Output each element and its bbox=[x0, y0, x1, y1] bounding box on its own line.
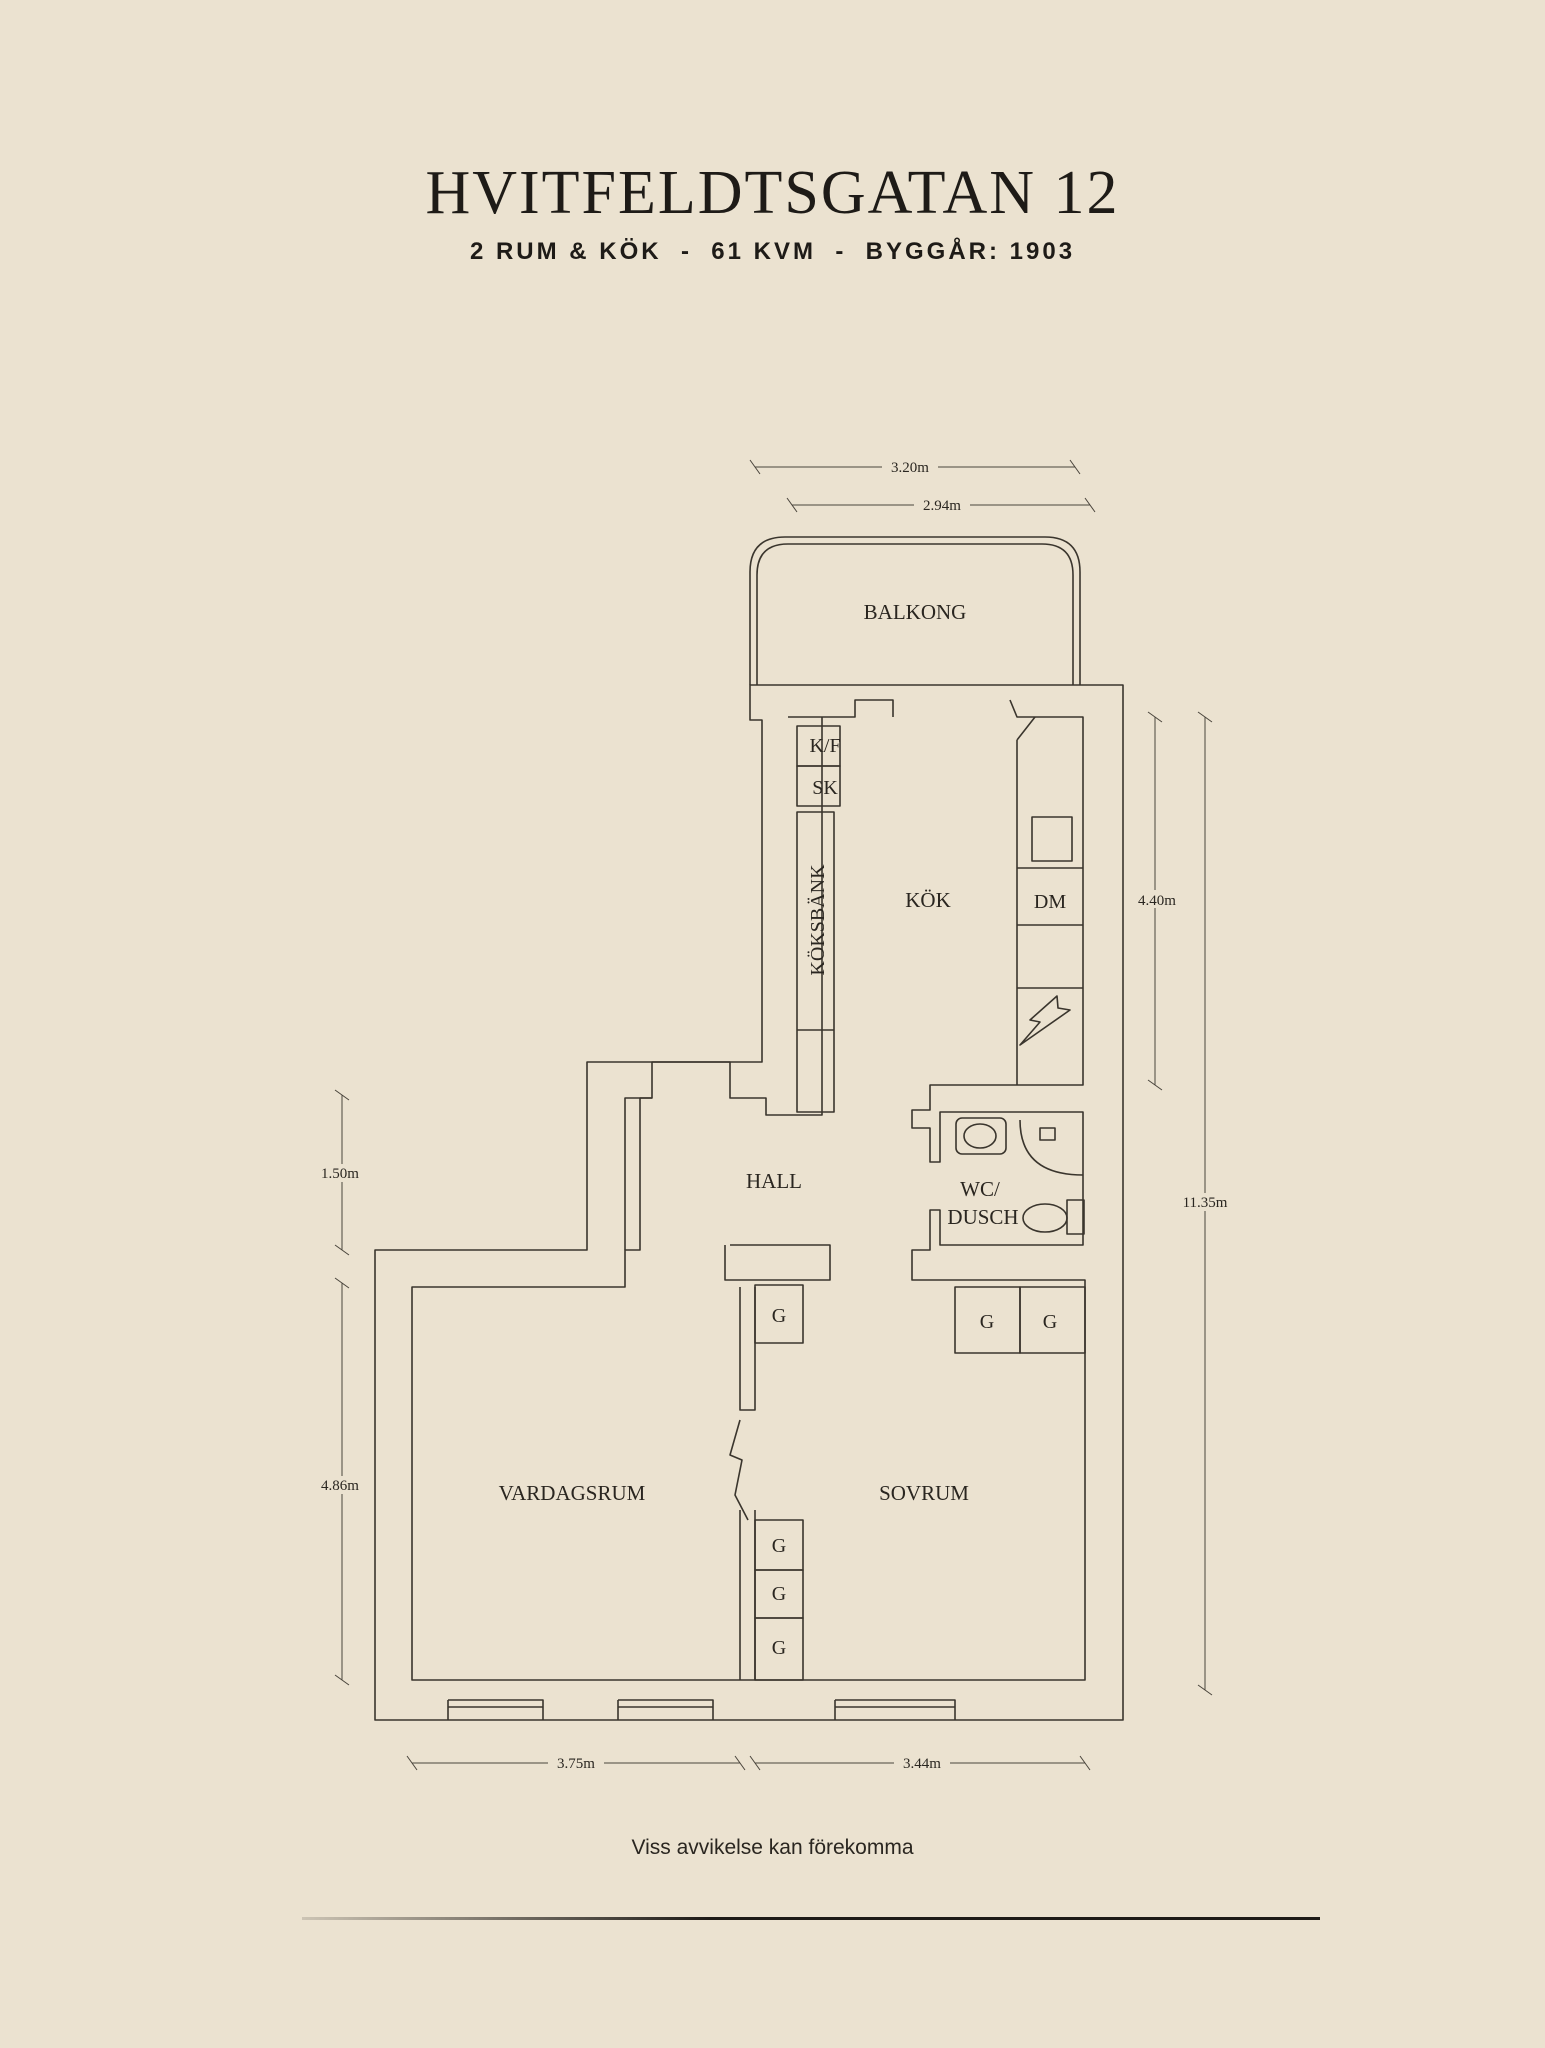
label-koksbank: KÖKSBÄNK bbox=[806, 864, 829, 976]
disclaimer-text: Viss avvikelse kan förekomma bbox=[631, 1836, 914, 1859]
page-title: HVITFELDTSGATAN 12 bbox=[425, 159, 1120, 227]
dim-bottom-bedroom: 3.44m bbox=[903, 1756, 941, 1772]
label-sk: SK bbox=[812, 777, 838, 799]
dim-left-living: 4.86m bbox=[321, 1478, 359, 1494]
label-dm: DM bbox=[1034, 891, 1066, 913]
footer-divider bbox=[302, 1917, 1320, 1920]
koksbank-counter bbox=[796, 811, 835, 1113]
dim-bottom-living: 3.75m bbox=[557, 1756, 595, 1772]
room-wc-line1: WC/ bbox=[960, 1177, 1000, 1201]
toilet bbox=[1022, 1203, 1068, 1233]
dim-right-total: 11.35m bbox=[1183, 1195, 1228, 1211]
room-hall: HALL bbox=[746, 1169, 802, 1193]
room-vardagsrum: VARDAGSRUM bbox=[499, 1481, 646, 1505]
dishwasher-symbol bbox=[1019, 995, 1071, 1046]
room-balkong: BALKONG bbox=[864, 600, 967, 624]
sk-box bbox=[796, 765, 841, 807]
balcony-outline bbox=[749, 536, 1081, 685]
property-summary: 2 RUM & KÖK - 61 KVM - BYGGÅR: 1903 bbox=[469, 238, 1076, 265]
window bbox=[617, 1699, 714, 1720]
window bbox=[447, 1699, 544, 1720]
kitchen-wall bbox=[374, 684, 1124, 1721]
dim-left-hall: 1.50m bbox=[321, 1166, 359, 1182]
dim-top-inner: 2.94m bbox=[923, 498, 961, 514]
label-wardrobe: G bbox=[772, 1637, 786, 1659]
sink bbox=[955, 1117, 1007, 1155]
room-wc-line2: DUSCH bbox=[947, 1205, 1018, 1229]
room-kok: KÖK bbox=[905, 888, 951, 912]
label-wardrobe: G bbox=[772, 1535, 786, 1557]
label-kf: K/F bbox=[809, 735, 840, 757]
label-wardrobe: G bbox=[980, 1311, 994, 1333]
wardrobe bbox=[1019, 1286, 1086, 1354]
label-wardrobe: G bbox=[772, 1305, 786, 1327]
dim-top-outer: 3.20m bbox=[891, 460, 929, 476]
dim-right-kitchen: 4.40m bbox=[1138, 893, 1176, 909]
label-wardrobe: G bbox=[1043, 1311, 1057, 1333]
window bbox=[834, 1699, 956, 1720]
stove-box bbox=[1031, 816, 1073, 862]
label-wardrobe: G bbox=[772, 1583, 786, 1605]
room-sovrum: SOVRUM bbox=[879, 1481, 969, 1505]
partition-wall bbox=[739, 1287, 756, 1680]
